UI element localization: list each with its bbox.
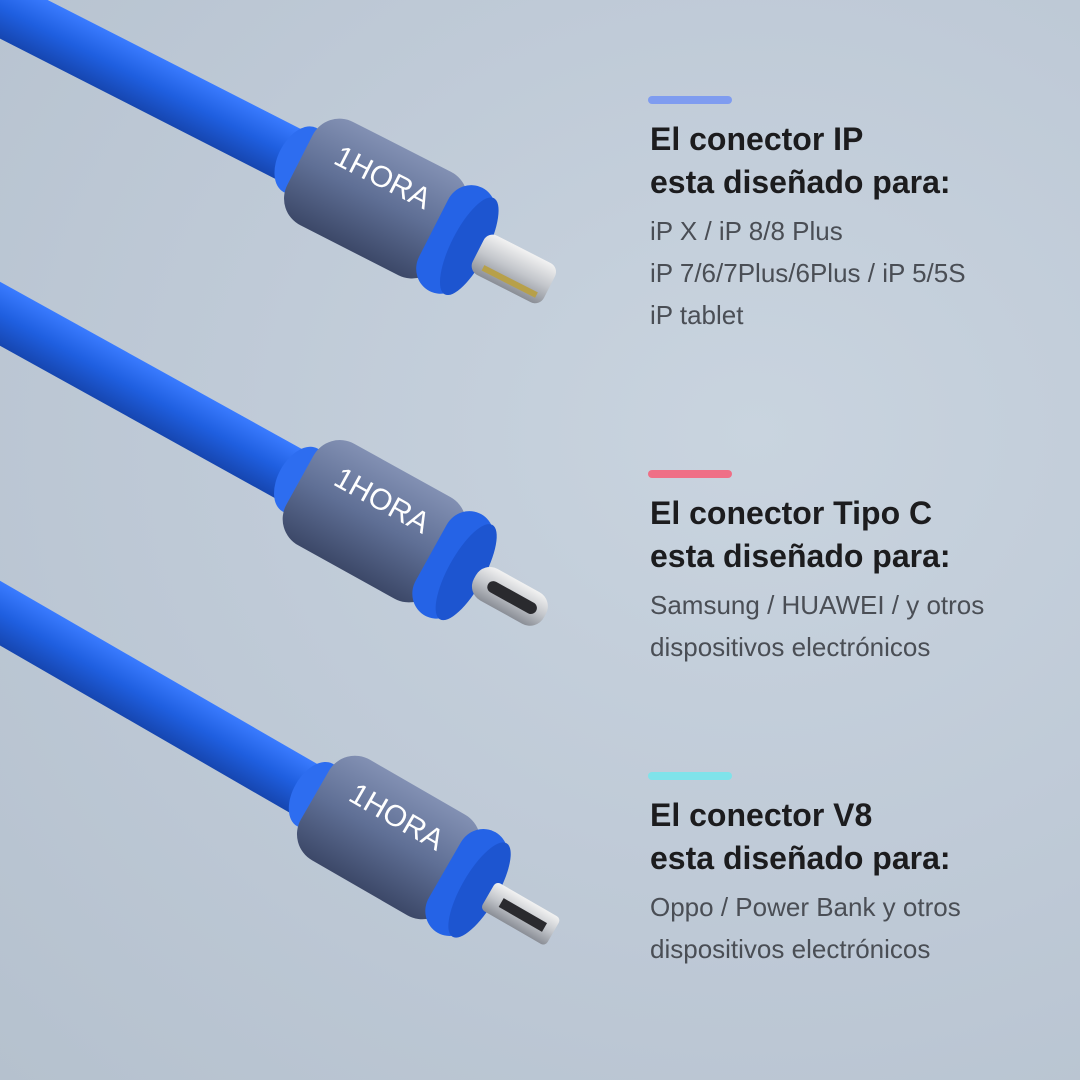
section-subtitle: esta diseñado para: [650,164,951,200]
compat-line: dispositivos electrónicos [650,632,931,662]
compat-line: Samsung / HUAWEI / y otros [650,590,985,620]
compat-line: dispositivos electrónicos [650,934,931,964]
compat-line: iP tablet [650,300,744,330]
section-subtitle: esta diseñado para: [650,538,951,574]
cable-usb-c: 1HORA [0,186,548,632]
section-title: El conector IP [650,121,864,157]
section-subtitle: esta diseñado para: [650,840,951,876]
accent-bar [648,772,732,780]
accent-bar [648,96,732,104]
section-title: El conector V8 [650,797,873,833]
accent-bar [648,470,732,478]
compat-line: iP 7/6/7Plus/6Plus / iP 5/5S [650,258,966,288]
cable-lightning: 1HORA [0,0,557,307]
section-v8: El conector V8 esta diseñado para: Oppo … [648,772,961,970]
lightning-plug-icon [471,234,557,304]
section-tipo-c: El conector Tipo C esta diseñado para: S… [648,470,985,668]
section-ip: El conector IP esta diseñado para: iP X … [648,96,966,336]
compat-line: Oppo / Power Bank y otros [650,892,961,922]
section-title: El conector Tipo C [650,495,933,531]
compat-line: iP X / iP 8/8 Plus [650,216,843,246]
